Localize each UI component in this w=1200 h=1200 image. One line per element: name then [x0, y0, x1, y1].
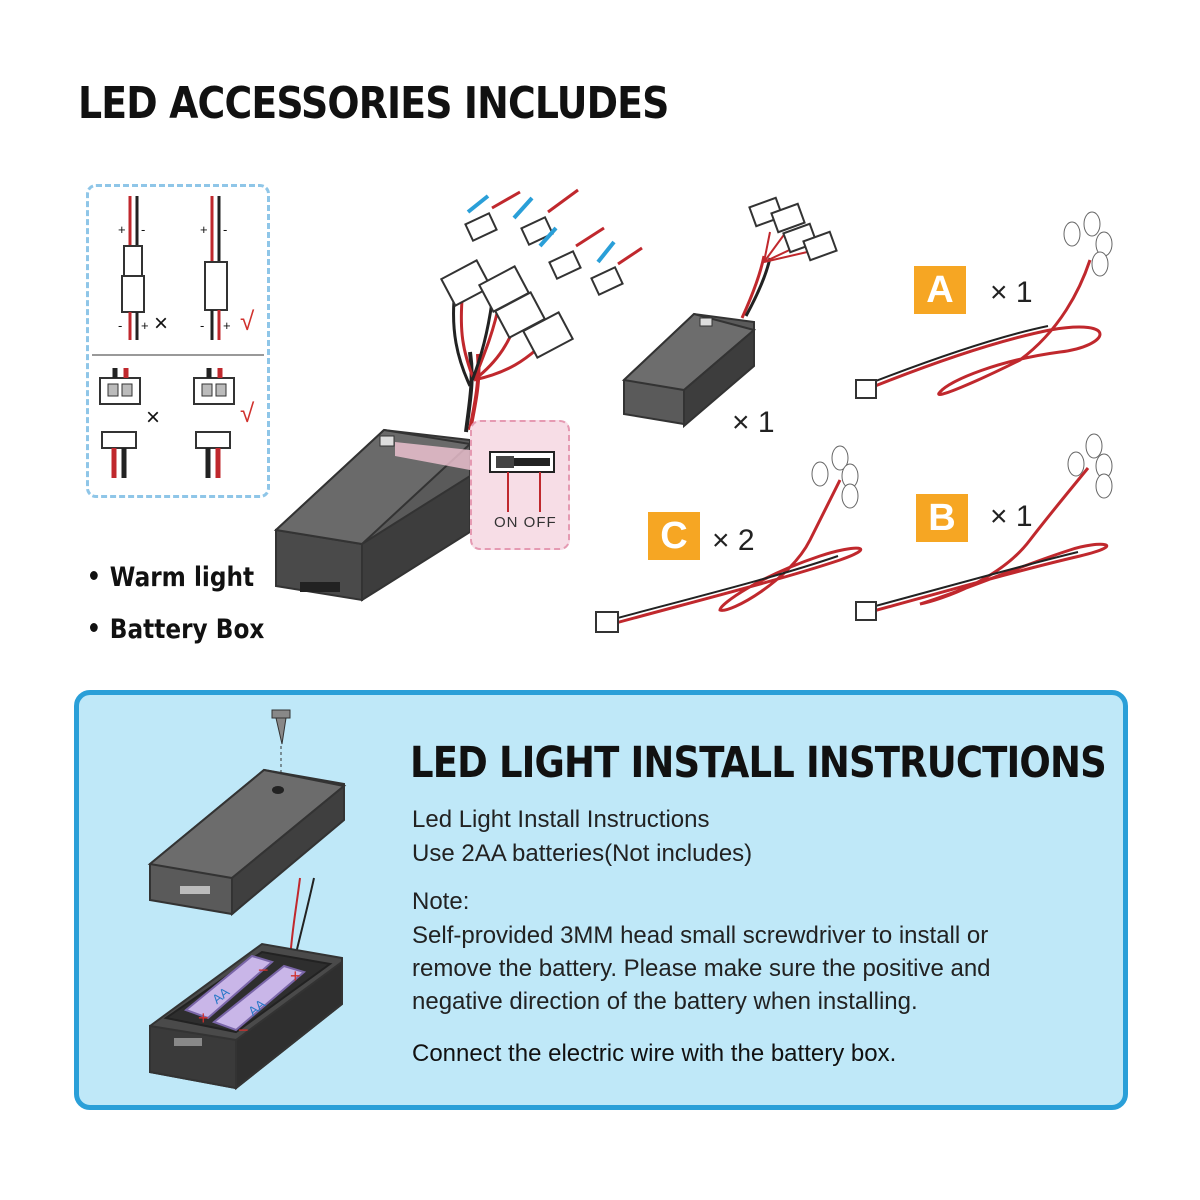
switch-off-label: OFF: [523, 514, 557, 531]
kit-a-badge: A: [914, 266, 966, 314]
switch-callout: [470, 420, 570, 550]
switch-labels: ON OFF: [494, 514, 557, 531]
minus-mark: -: [141, 222, 146, 237]
svg-text:−: −: [238, 1020, 249, 1040]
switch-on-label: ON: [494, 514, 519, 531]
kit-b-badge: B: [916, 494, 968, 542]
bullet-text: Warm light: [109, 562, 255, 593]
install-note-1: Self-provided 3MM head small screwdriver…: [412, 922, 989, 949]
bullet-warm-light: Warm light: [90, 562, 254, 593]
svg-text:−: −: [258, 960, 269, 980]
install-note-2: remove the battery. Please make sure the…: [412, 955, 991, 982]
minus-mark: -: [223, 222, 228, 237]
install-line-1: Led Light Install Instructions: [412, 806, 710, 833]
install-note-label: Note:: [412, 888, 470, 915]
bullet-battery-box: Battery Box: [90, 614, 264, 645]
bullet-text: Battery Box: [109, 614, 265, 645]
right-mark: √: [240, 398, 255, 428]
minus-mark: -: [118, 318, 123, 333]
bullet-dot: [90, 571, 98, 580]
svg-text:+: +: [198, 1008, 209, 1028]
install-title: LED LIGHT INSTALL INSTRUCTIONS: [410, 738, 1107, 788]
kit-c-badge: C: [648, 512, 700, 560]
plus-mark: +: [200, 222, 208, 237]
bullet-dot: [90, 623, 98, 632]
kit-b-quantity: × 1: [990, 500, 1033, 533]
install-connect: Connect the electric wire with the batte…: [412, 1040, 897, 1067]
wrong-mark: ×: [146, 404, 161, 431]
plus-mark: +: [141, 318, 149, 333]
plus-mark: +: [118, 222, 126, 237]
kit-a-quantity: × 1: [990, 276, 1033, 309]
minus-mark: -: [200, 318, 205, 333]
kit-c-quantity: × 2: [712, 524, 755, 557]
wrong-mark: ×: [154, 310, 169, 337]
connector-guide-divider: [92, 354, 264, 356]
install-line-2: Use 2AA batteries(Not includes): [412, 840, 753, 867]
page-title: LED ACCESSORIES INCLUDES: [78, 78, 669, 129]
battery-box-quantity: × 1: [732, 406, 775, 439]
install-note-3: negative direction of the battery when i…: [412, 988, 918, 1015]
right-mark: √: [240, 306, 255, 336]
plus-mark: +: [223, 318, 231, 333]
svg-text:+: +: [290, 966, 301, 986]
